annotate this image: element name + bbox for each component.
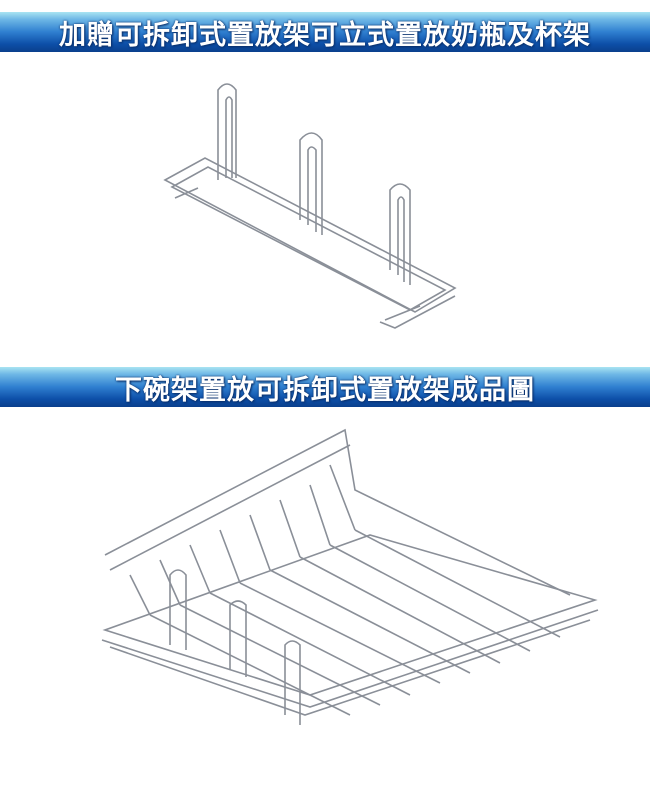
banner-bottom: 下碗架置放可拆卸式置放架成品圖: [0, 367, 650, 407]
banner-top-title: 加贈可拆卸式置放架可立式置放奶瓶及杯架: [59, 19, 591, 51]
detachable-rack-image: [163, 83, 457, 329]
banner-bottom-title: 下碗架置放可拆卸式置放架成品圖: [115, 374, 535, 406]
banner-top: 加贈可拆卸式置放架可立式置放奶瓶及杯架: [0, 12, 650, 52]
dish-rack-image: [101, 428, 599, 725]
